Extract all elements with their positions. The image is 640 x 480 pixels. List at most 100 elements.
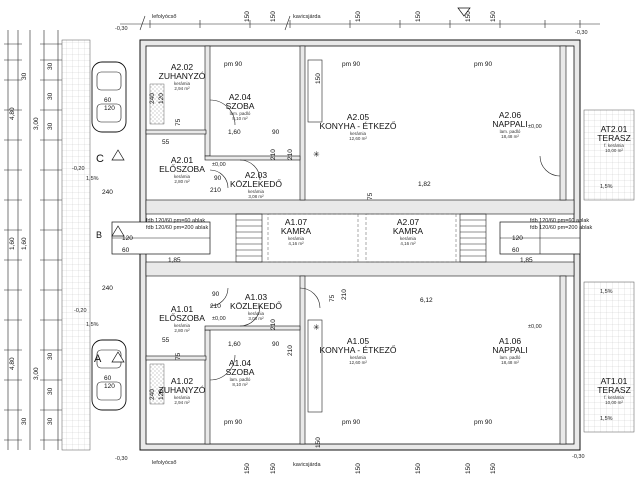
bottom-dim-150-3: 150: [355, 463, 362, 474]
dim-75-a1: 75: [175, 352, 182, 360]
pantry-a107-outline: [267, 213, 359, 263]
dim-60-left-box: 60: [122, 247, 130, 254]
slope-2: 1,5%: [600, 289, 613, 295]
dim-55-a2: 55: [162, 139, 170, 146]
room-name-text: KAMRA: [281, 226, 312, 236]
level-minus20-bottom: -0,20: [74, 308, 87, 314]
interior-dimensions: pm 90 pm 90 pm 90 pm 90 pm 90 pm 90 1,60…: [102, 61, 533, 448]
slope-4: 1,5%: [86, 176, 99, 182]
level-a2-06: ±0,00: [528, 124, 542, 130]
level-minus20-top: -0,20: [72, 166, 85, 172]
dim-120-left-box: 120: [122, 235, 133, 242]
room-floor-text: kerámia: [174, 323, 191, 328]
slope-5: 1,5%: [600, 416, 613, 422]
window-note-1: fdb 120/60 pm=60 ablak: [146, 218, 205, 224]
dim-30-g: 30: [47, 387, 54, 395]
staircase-lower: [459, 213, 487, 263]
room-area-text: 4,16 m²: [288, 241, 304, 246]
room-name-text: KONYHA - ÉTKEZŐ: [320, 345, 397, 355]
room-code-text: A1.01: [171, 304, 193, 314]
room-name-text: ELŐSZOBA: [159, 313, 205, 323]
dim-210-a2-03b: 210: [287, 149, 294, 160]
room-name-text: ZUHANYZÓ: [159, 71, 206, 81]
dim-pm90-a1-06: pm 90: [474, 419, 492, 426]
kitchen-counter-upper: [307, 59, 323, 123]
dim-210-a1-03b: 210: [287, 345, 294, 356]
level-a2-01: ±0,00: [212, 162, 226, 168]
room-code-text: A2.02: [171, 62, 193, 72]
dim-75-mid-upper: 75: [367, 192, 374, 200]
dim-160-left: 1,60: [9, 237, 16, 250]
dim-182: 1,82: [418, 181, 431, 188]
room-code-text: A1.04: [229, 358, 251, 368]
dim-240-shower-upper: 240: [149, 93, 156, 104]
room-area-text: 18,48 m²: [501, 134, 519, 139]
dim-150-kitchen-lower: 150: [315, 437, 322, 448]
room-code-text: A1.06: [499, 336, 521, 346]
level-label-bottom-left: -0,30: [115, 456, 128, 462]
car-top: [91, 61, 127, 133]
dim-60-car-bottom: 60: [104, 375, 112, 382]
room-floor-text: kerámia: [350, 131, 367, 136]
bottom-dim-150-5: 150: [465, 463, 472, 474]
dim-30-d: 30: [47, 92, 54, 100]
window-note-3: fdb 120/60 pm=60 ablak: [530, 218, 589, 224]
terrace-upper: [583, 109, 635, 201]
dim-240-bottom: 240: [102, 285, 113, 292]
dim-30-f: 30: [47, 352, 54, 360]
rainwater-pipe-bottom: lefolyócső: [152, 460, 176, 466]
top-dim-150-6: 150: [490, 11, 497, 22]
room-floor-text: kerámia: [288, 236, 305, 241]
level-label-top-left: -0,30: [115, 26, 128, 32]
dim-30-e: 30: [47, 122, 54, 130]
shower-lower: [149, 363, 165, 405]
dim-pm90-a2-05: pm 90: [342, 61, 360, 68]
room-floor-text: lam. padló: [230, 377, 251, 382]
room-area-text: 3,08 m²: [248, 316, 264, 321]
section-marker-b: B: [96, 230, 102, 240]
dim-480-top: 4,80: [9, 107, 16, 120]
dim-612: 6,12: [420, 297, 433, 304]
room-code-text: A1.07: [285, 217, 307, 227]
room-name-text: ELŐSZOBA: [159, 164, 205, 174]
room-name-text: NAPPALI: [492, 119, 527, 129]
rainwater-pipe-top: lefolyócső: [152, 14, 176, 20]
room-floor-text: f. kerámia: [604, 395, 624, 400]
dim-60-right-box: 60: [512, 247, 520, 254]
dim-pm90-a2-04: pm 90: [224, 61, 242, 68]
dim-210-a1-03: 210: [270, 319, 277, 330]
dim-pm90-a1-05: pm 90: [342, 419, 360, 426]
room-floor-text: f. kerámia: [604, 143, 624, 148]
bottom-dim-150-6: 150: [490, 463, 497, 474]
room-area-text: 8,10 m²: [232, 116, 248, 121]
room-code-text: A2.01: [171, 155, 193, 165]
dim-300-bottom: 3,00: [33, 367, 40, 380]
dim-120-car-bottom: 120: [104, 383, 115, 390]
dim-30-c: 30: [47, 62, 54, 70]
room-name-text: KÖZLEKEDŐ: [230, 179, 282, 189]
dim-pm90-a2-06: pm 90: [474, 61, 492, 68]
dim-185-left: 1,85: [168, 257, 181, 264]
bottom-dim-150-1: 150: [244, 463, 251, 474]
room-name-text: SZOBA: [226, 367, 255, 377]
room-name-text: SZOBA: [226, 101, 255, 111]
room-area-text: 2,80 m²: [174, 179, 190, 184]
room-area-text: 10,00 m²: [605, 148, 623, 153]
staircase-upper: [235, 213, 263, 263]
dim-75-mid: 75: [329, 294, 336, 302]
left-dim-text: 4,80 4,80 1,60 1,60 3,00 3,00 30 30 30 3…: [9, 62, 54, 425]
room-area-text: 2,94 m²: [174, 400, 190, 405]
terrace-lower: [583, 281, 635, 433]
room-code-text: A2.03: [245, 170, 267, 180]
top-dim-150-4: 150: [415, 11, 422, 22]
